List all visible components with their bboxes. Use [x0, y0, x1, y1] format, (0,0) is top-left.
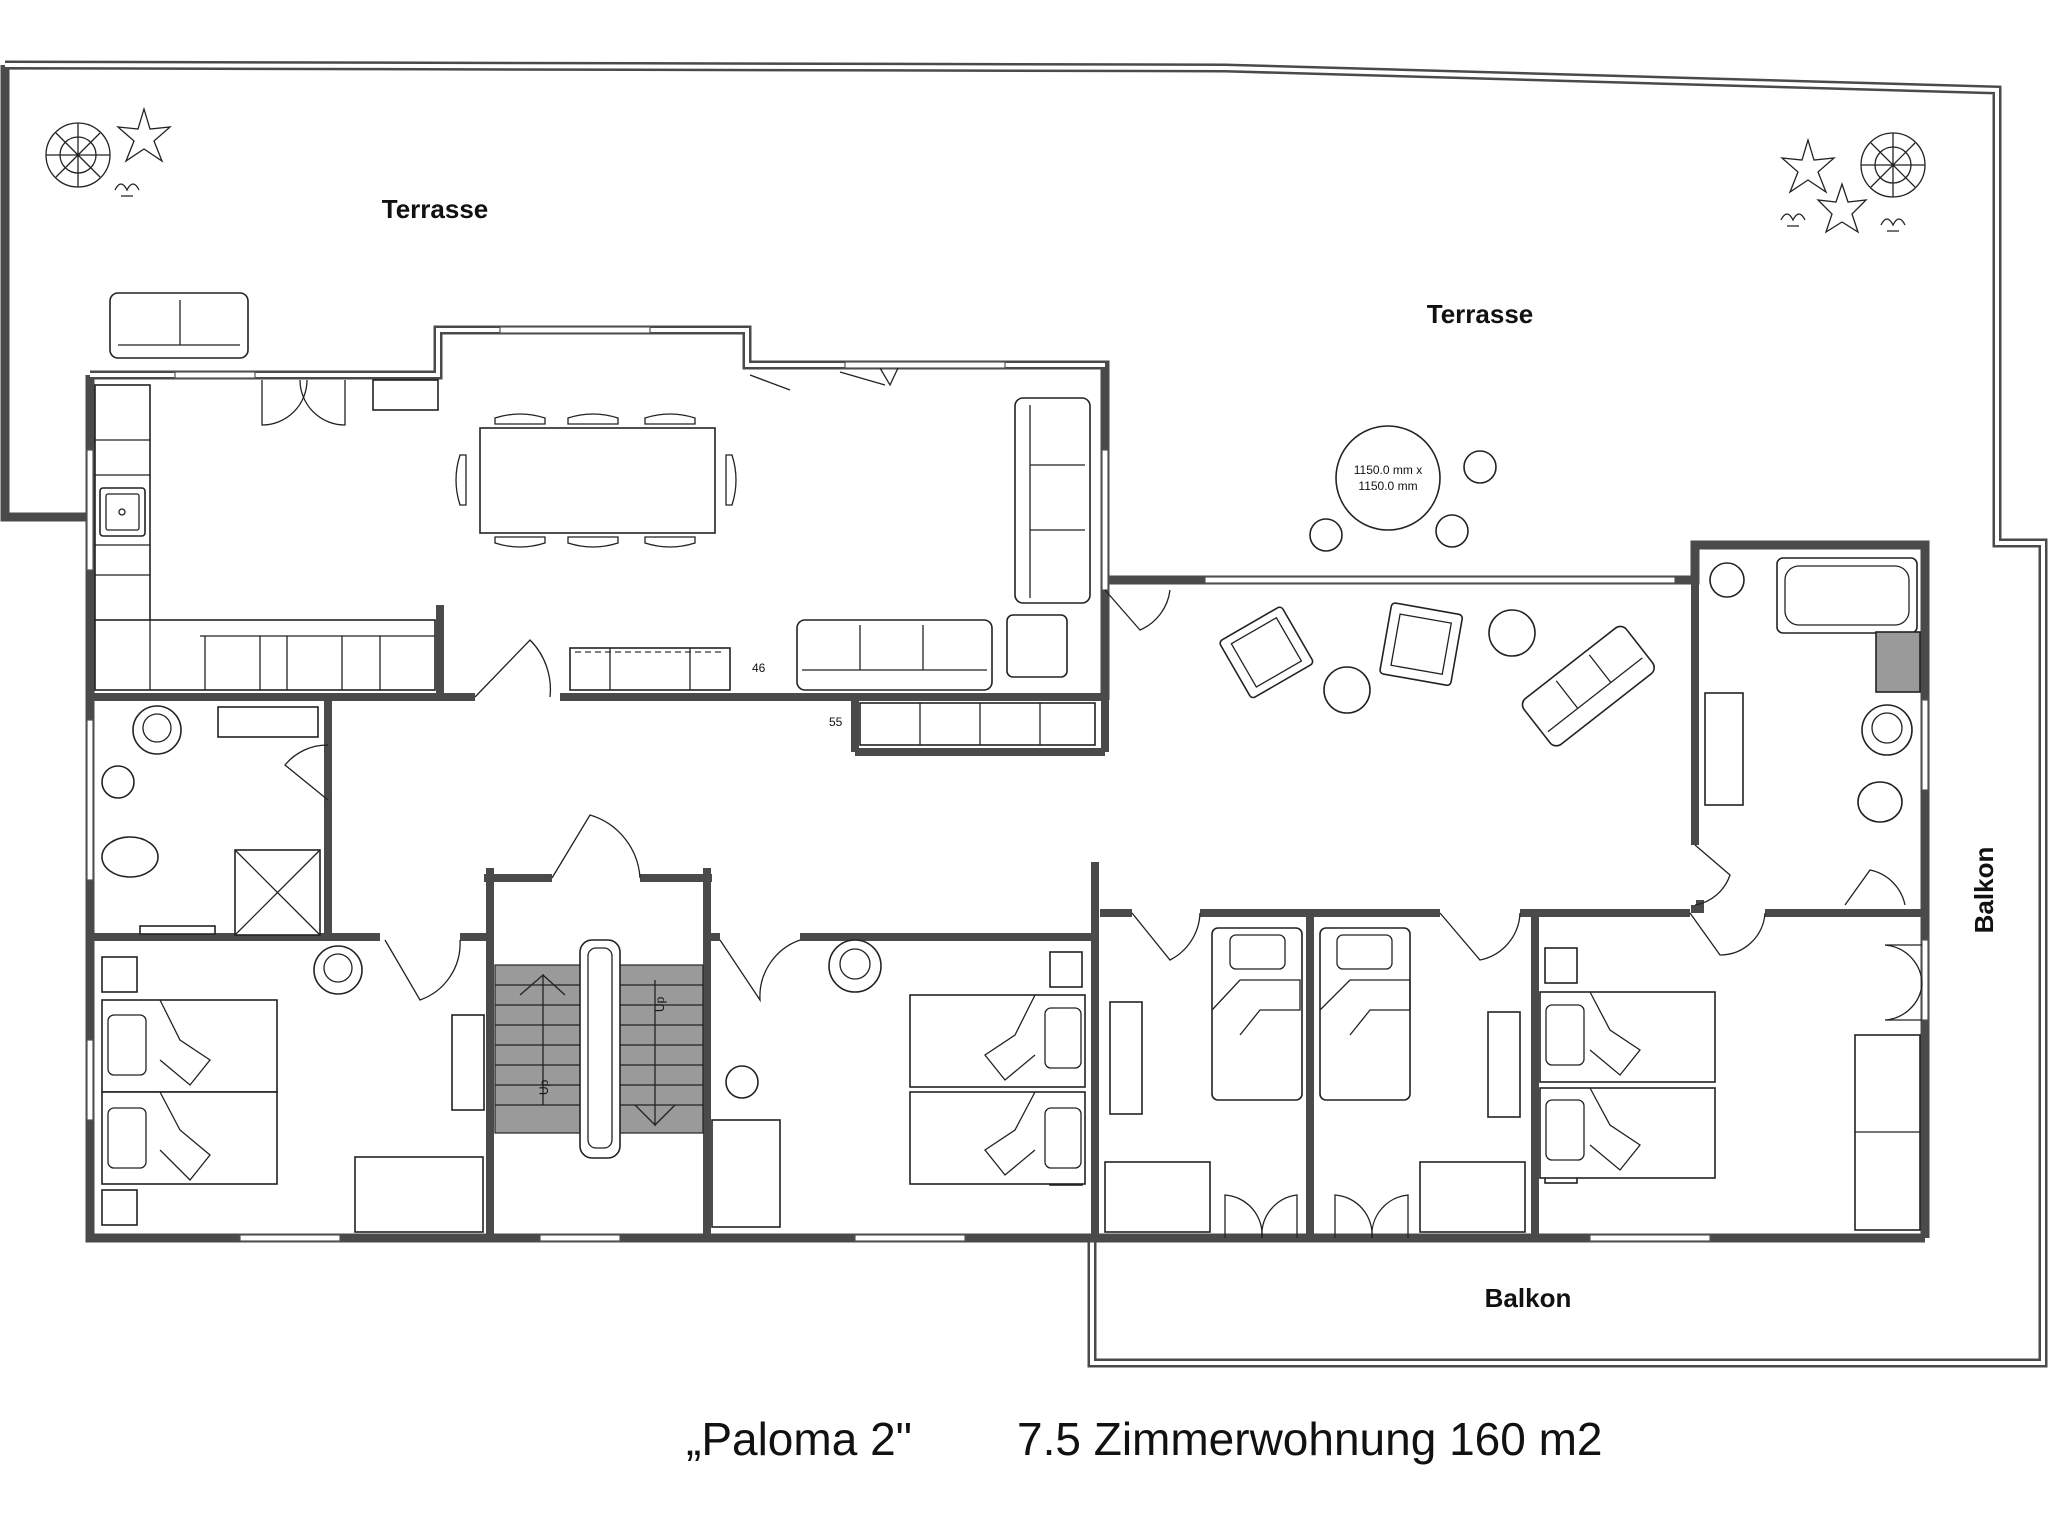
terrace-label-right: Terrasse: [1427, 299, 1534, 329]
terrace-boundary: [0, 60, 2048, 1368]
dim-55: 55: [829, 715, 843, 729]
interior-walls: [90, 545, 1925, 1238]
balcony-label-bottom: Balkon: [1485, 1283, 1572, 1313]
table-size-line2: 1150.0 mm: [1358, 479, 1417, 493]
outdoor-sofa: [109, 292, 249, 359]
bathroom-right: [1704, 557, 1921, 823]
terrace-label-left: Terrasse: [382, 194, 489, 224]
bedroom-4: [1319, 927, 1526, 1233]
staircase: Up Up: [494, 939, 704, 1159]
kitchen-counters: [94, 379, 439, 691]
dining-table: [455, 413, 737, 548]
dim-46: 46: [752, 661, 766, 675]
terrace-table: 1150.0 mm x 1150.0 mm: [1309, 425, 1497, 552]
balcony-label-side: Balkon: [1969, 847, 1999, 934]
bedroom-1: [101, 945, 485, 1233]
doors: [261, 367, 1923, 1239]
sunroom-furniture: [1219, 602, 1655, 747]
bathroom-left: [101, 705, 321, 936]
living-sofas: 46 55: [569, 397, 1096, 746]
bedroom-3: [1104, 927, 1303, 1233]
plan-subtitle: 7.5 Zimmerwohnung 160 m2: [1017, 1413, 1603, 1465]
stair-up-label-2: Up: [653, 996, 667, 1012]
stair-up-label-1: Up: [537, 1079, 551, 1095]
windows: [86, 326, 1929, 1242]
bedroom-2: [711, 939, 1086, 1228]
table-size-line1: 1150.0 mm x: [1354, 463, 1422, 477]
bedroom-5: [1539, 947, 1921, 1231]
plan-name: „Paloma 2": [686, 1413, 912, 1465]
plants: [45, 106, 1926, 234]
